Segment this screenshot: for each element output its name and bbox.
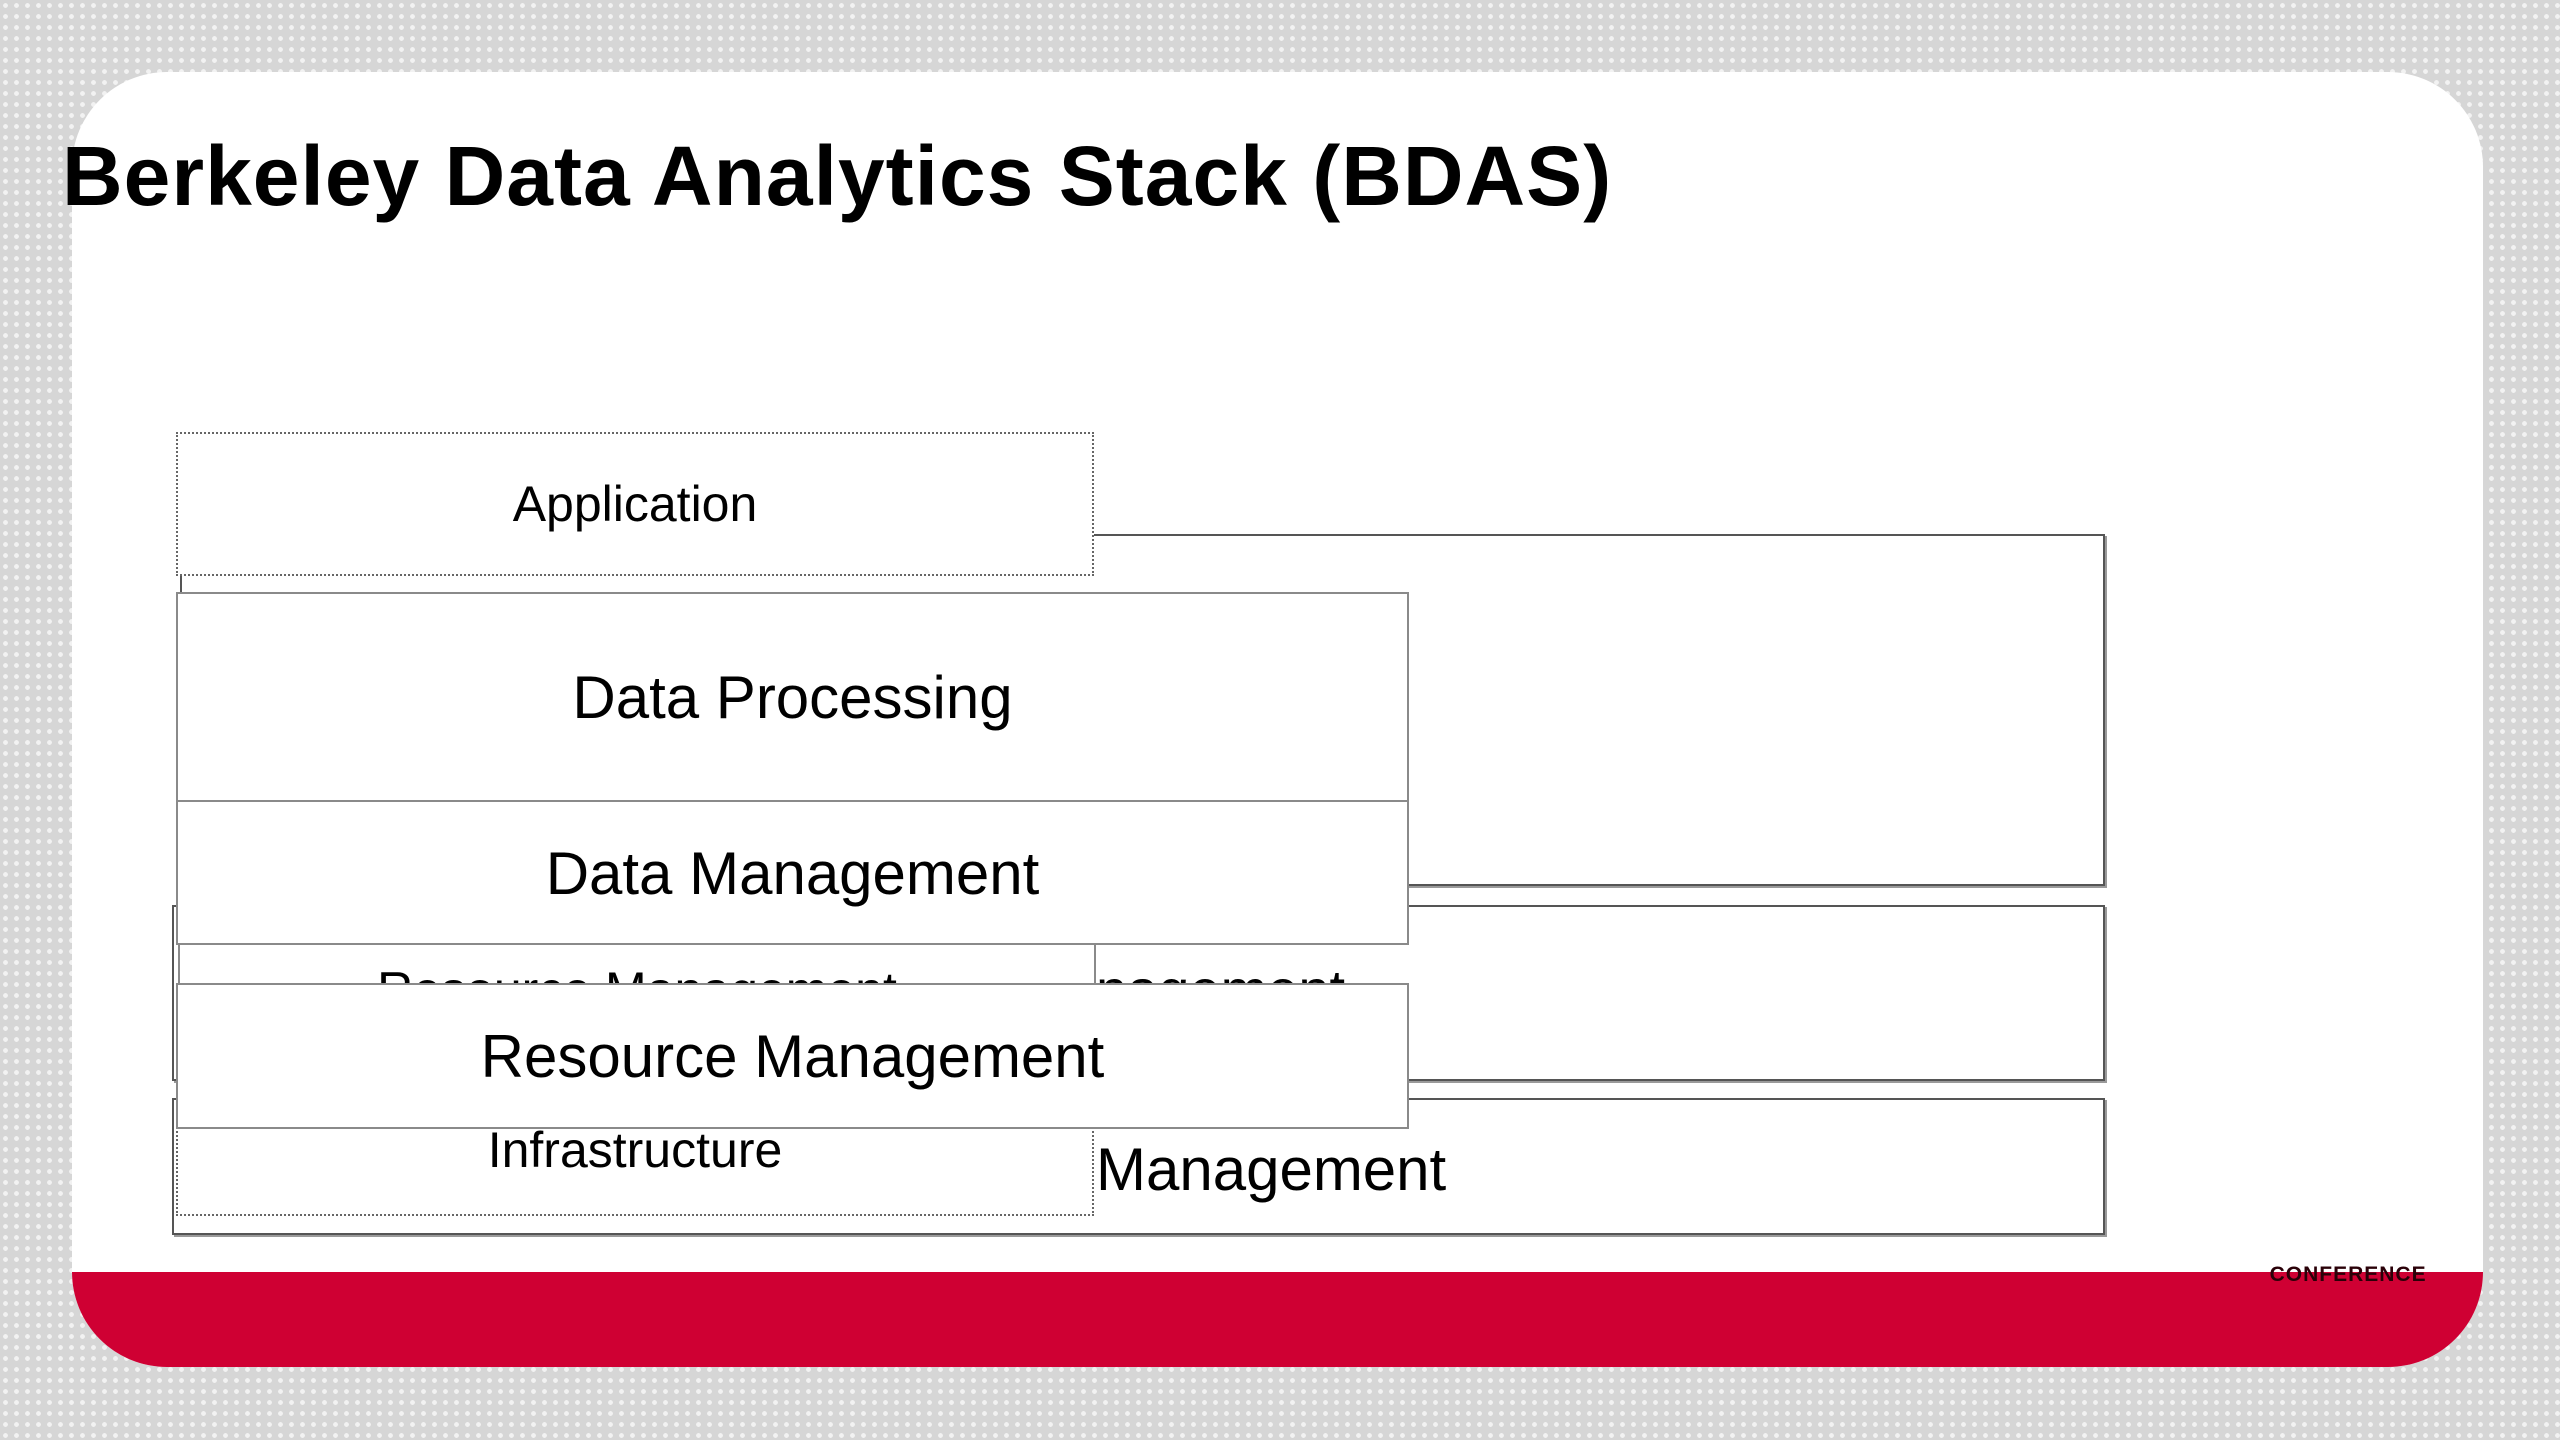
application-label: Application xyxy=(512,476,758,532)
infrastructure-label: Infrastructure xyxy=(487,1122,783,1178)
data-processing-box: Data Processing xyxy=(176,592,1409,802)
logo-sub-text: CONFERENCE xyxy=(2269,1263,2427,1286)
footer-band xyxy=(72,1272,2483,1367)
application-box: Application xyxy=(176,432,1094,576)
data-management-box: Data Management xyxy=(176,800,1409,945)
strata-logo: Strata CONFERENCE xyxy=(2269,1203,2440,1286)
data-management-label: Data Management xyxy=(545,840,1040,907)
resource-management-label: Resource Management xyxy=(480,1023,1105,1090)
infrastructure-box: Infrastructure xyxy=(176,1120,1094,1216)
back-management-label: Management xyxy=(1096,1136,1447,1203)
logo-main-text: Strata xyxy=(2269,1203,2440,1268)
resource-management-box: Resource Management xyxy=(176,983,1409,1129)
slide-title: Berkeley Data Analytics Stack (BDAS) xyxy=(62,129,1613,223)
data-processing-label: Data Processing xyxy=(572,664,1013,731)
